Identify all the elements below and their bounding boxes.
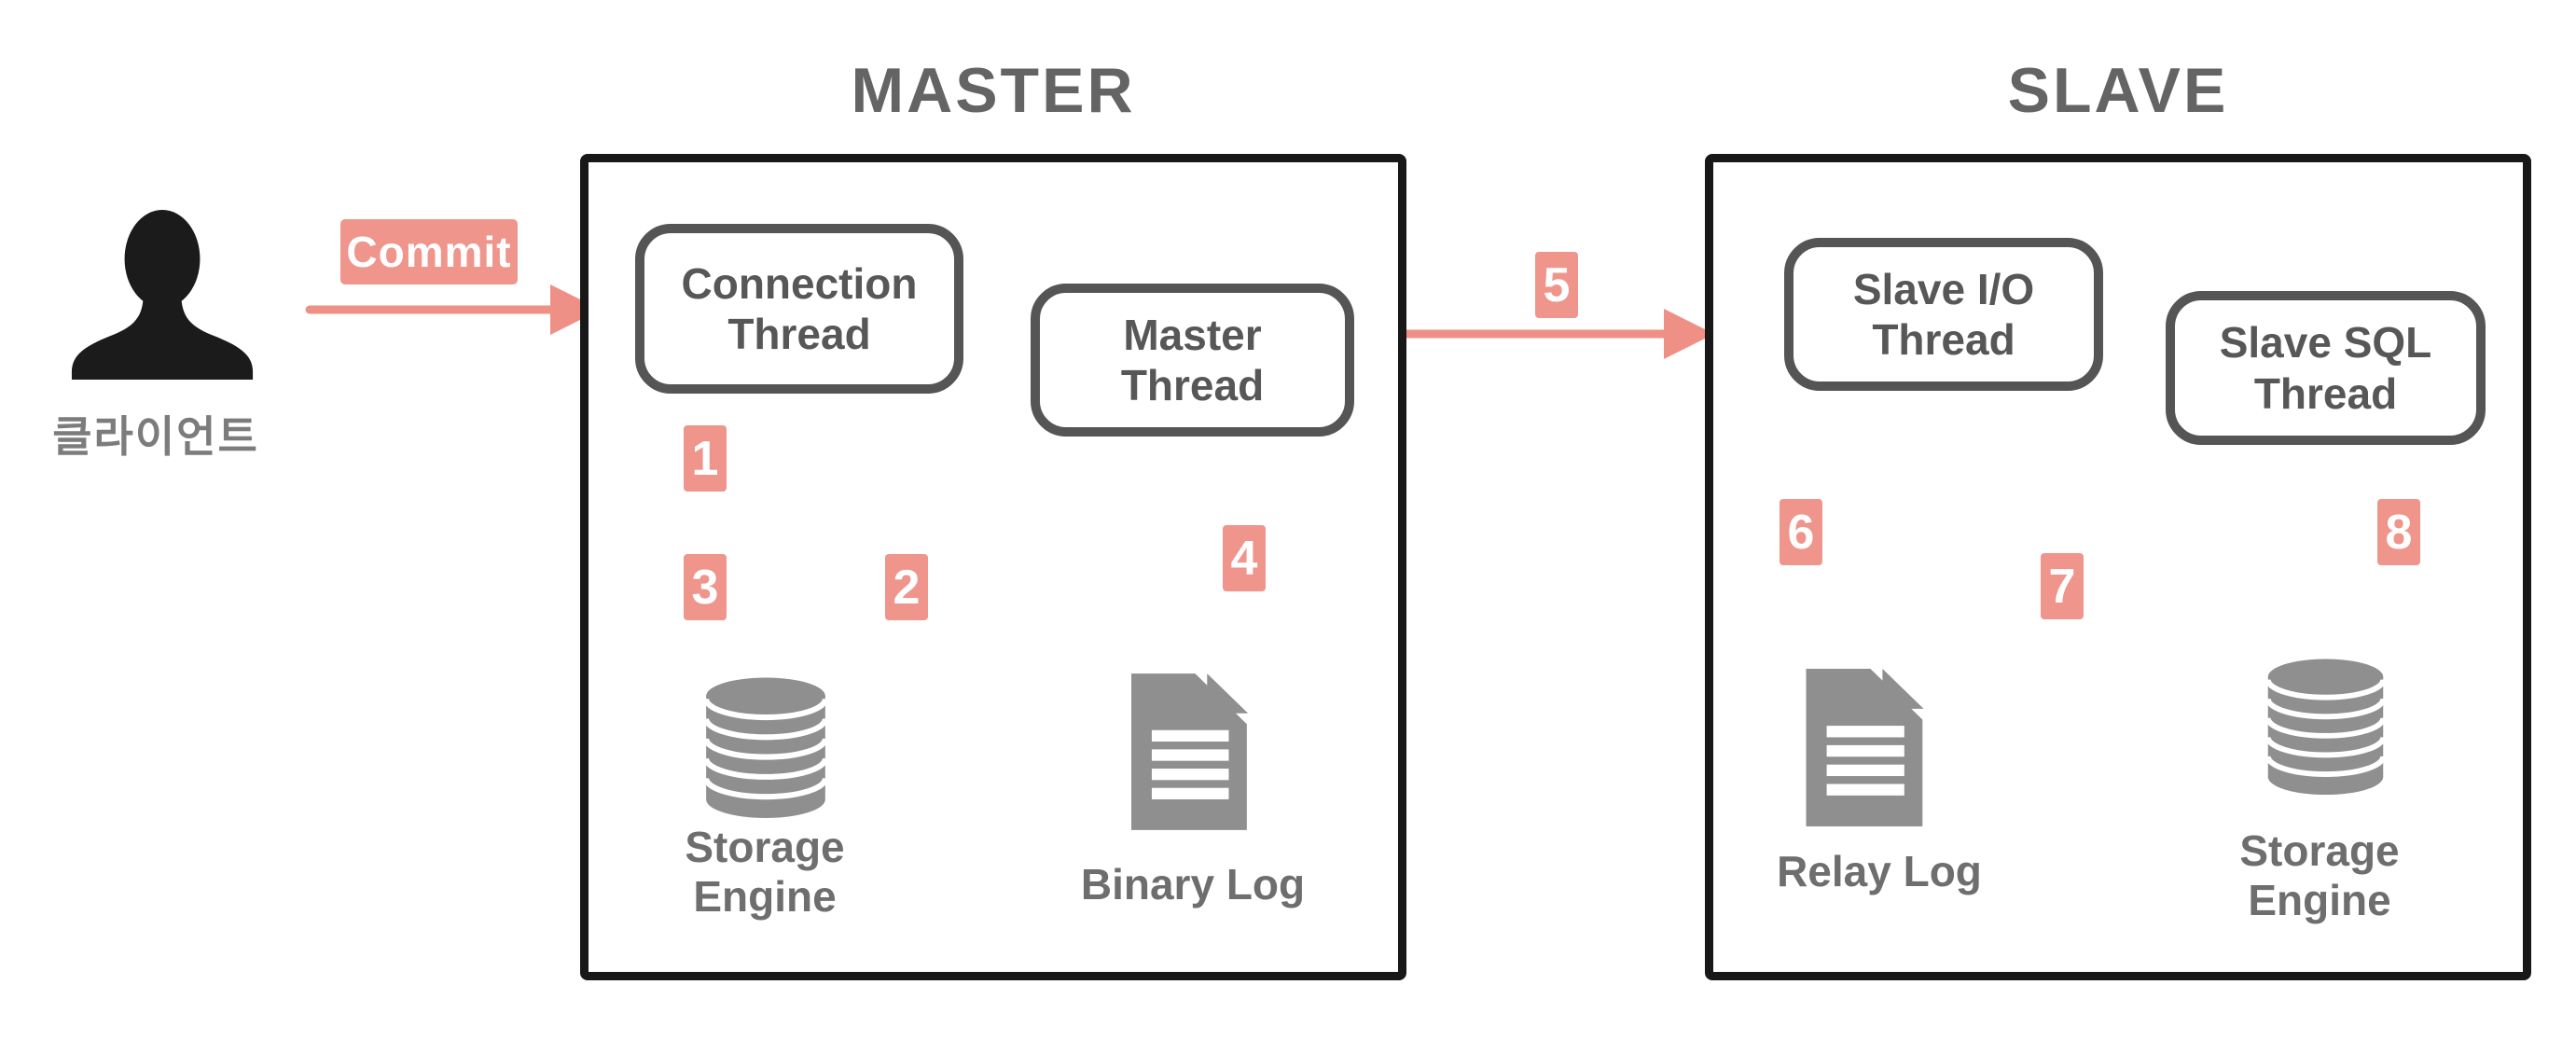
slave-sql-thread-box: Slave SQL Thread — [2166, 291, 2486, 445]
connection-thread-label-line1: Connection — [681, 258, 918, 308]
relay-log-label: Relay Log — [1739, 847, 2019, 896]
step-8-label: 8 — [2385, 505, 2413, 560]
step-4-label: 4 — [1230, 531, 1258, 586]
step-6-badge: 6 — [1780, 499, 1822, 565]
storage-engine-icon-master — [703, 677, 828, 818]
step-5-badge: 5 — [1535, 252, 1578, 318]
step-8-badge: 8 — [2377, 499, 2420, 565]
commit-label: Commit — [346, 228, 512, 276]
slave-sql-thread-line2: Thread — [2253, 368, 2398, 418]
storage-engine-label-slave: Storage Engine — [2180, 826, 2459, 925]
step-1-badge: 1 — [684, 425, 727, 492]
connection-thread-box: Connection Thread — [635, 224, 963, 394]
storage-engine-label-master: Storage Engine — [625, 823, 905, 922]
step-6-label: 6 — [1787, 505, 1815, 560]
storage-engine-master-line2: Engine — [693, 871, 837, 921]
connection-thread-label-line2: Thread — [727, 310, 871, 358]
slave-io-thread-line2: Thread — [1872, 315, 2015, 364]
step-5-label: 5 — [1543, 257, 1571, 312]
master-thread-box: Master Thread — [1031, 284, 1354, 437]
master-thread-label-line1: Master — [1123, 310, 1262, 359]
relay-log-text: Relay Log — [1777, 847, 1982, 895]
step-3-badge: 3 — [684, 554, 727, 620]
storage-engine-slave-line2: Engine — [2248, 875, 2391, 924]
commit-badge: Commit — [340, 219, 518, 284]
step-4-badge: 4 — [1223, 525, 1266, 591]
step-7-label: 7 — [2048, 559, 2076, 614]
relay-log-icon — [1806, 669, 1929, 826]
binary-log-icon — [1131, 673, 1252, 830]
master-thread-label-line2: Thread — [1120, 361, 1265, 409]
client-label: 클라이언트 — [52, 412, 259, 461]
slave-io-thread-line1: Slave I/O — [1852, 264, 2035, 313]
step-7-badge: 7 — [2041, 553, 2084, 619]
step-3-label: 3 — [691, 560, 719, 615]
step-2-badge: 2 — [885, 554, 928, 620]
slave-sql-thread-line1: Slave SQL — [2219, 318, 2432, 368]
binary-log-label: Binary Log — [1053, 860, 1333, 909]
slave-title: SLAVE — [2007, 55, 2229, 126]
client-icon — [71, 210, 254, 380]
slave-io-thread-box: Slave I/O Thread — [1784, 238, 2103, 391]
storage-engine-slave-line1: Storage — [2239, 826, 2400, 875]
storage-engine-icon-slave — [2264, 659, 2387, 796]
binary-log-text: Binary Log — [1080, 860, 1306, 908]
step-1-label: 1 — [691, 431, 719, 486]
master-title: MASTER — [851, 55, 1136, 126]
storage-engine-master-line1: Storage — [685, 823, 845, 871]
step-2-label: 2 — [893, 560, 921, 615]
